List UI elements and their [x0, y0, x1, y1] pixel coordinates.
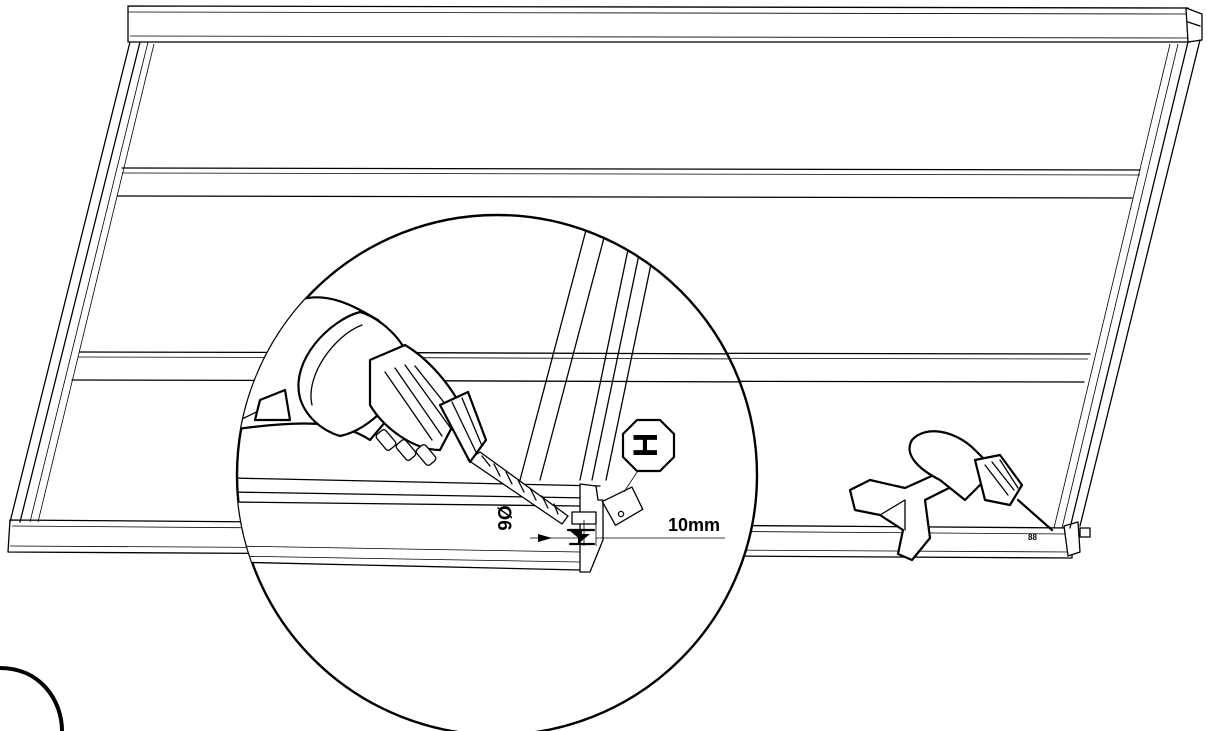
edge-distance-label: 10mm	[668, 515, 720, 535]
drill-icon	[848, 430, 1054, 562]
part-h-badge-icon: H	[621, 418, 676, 473]
partial-circle-marker	[0, 666, 64, 731]
part-letter-label: H	[627, 433, 665, 458]
drill-diameter-label: Ø6	[493, 505, 514, 530]
magnifier-circle-icon: H Ø6 10mm	[235, 213, 759, 731]
svg-text:88: 88	[1028, 533, 1037, 542]
